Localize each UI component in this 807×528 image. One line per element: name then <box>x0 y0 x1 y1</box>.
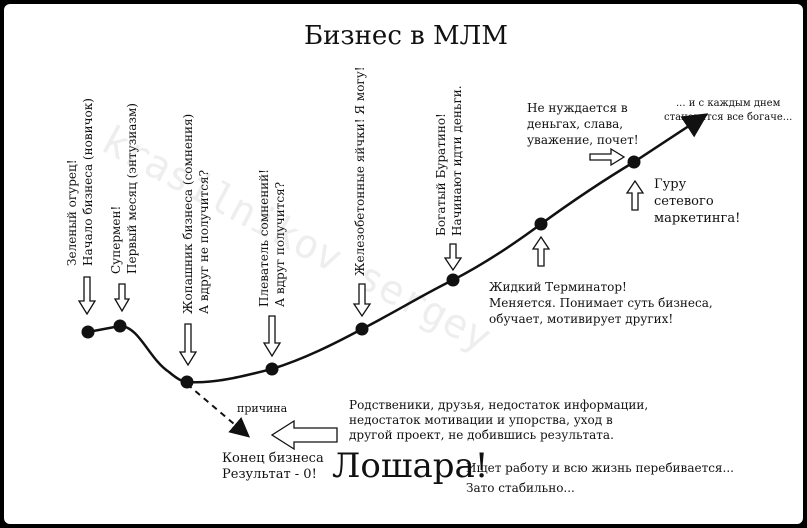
right-arrow-not-need <box>589 147 626 167</box>
stage1-line2: Начало бизнеса (новичок) <box>81 98 95 266</box>
up-arrow-terminator <box>531 235 551 267</box>
stage1-line1: Зеленый огурец! <box>65 159 79 266</box>
down-arrow-1 <box>77 276 97 316</box>
page-title: Бизнес в МЛМ <box>304 21 508 51</box>
stage6-line2: Начинают идти деньги. <box>450 85 464 236</box>
not-need-line2: деньгах, слава, <box>527 117 623 131</box>
stage-dot-6 <box>446 273 460 287</box>
stage-dot-3 <box>180 375 194 389</box>
stage5-line1: Железобетонные яйчки! Я могу! <box>353 66 367 276</box>
down-arrow-2 <box>113 283 131 313</box>
terminator-line2: Меняется. Понимает суть бизнеса, <box>489 296 713 310</box>
stage3-line1: Жопашник бизнеса (сомнения) <box>181 114 195 314</box>
end-line1: Конец бизнеса <box>222 451 324 466</box>
left-arrow-reasons <box>270 419 338 451</box>
stage-dot-8 <box>627 155 641 169</box>
reasons-line1: Родственики, друзья, недостаток информац… <box>349 398 648 412</box>
reasons-line3: другой проект, не добившись результата. <box>349 428 614 442</box>
stage2-line2: Первый месяц (энтузиазм) <box>125 103 139 274</box>
mlm-diagram: krasilnikov sergey Бизнес в МЛМ Зеленый … <box>65 21 792 495</box>
not-need-line3: уважение, почет! <box>527 133 639 147</box>
guru-line1: Гуру <box>654 177 687 192</box>
down-arrow-4 <box>262 315 282 358</box>
richer-line1: ... и с каждым днем <box>676 98 781 109</box>
stage-dot-4 <box>265 362 279 376</box>
not-need-line1: Не нуждается в <box>527 101 628 115</box>
stage-dot-1 <box>81 325 95 339</box>
down-arrow-3 <box>178 323 198 367</box>
down-arrow-6 <box>443 243 463 272</box>
stable-line2: Зато стабильно... <box>466 481 575 495</box>
guru-line2: сетевого <box>654 194 714 209</box>
end-line2: Результат - 0! <box>222 467 317 482</box>
failure-branch <box>186 383 251 438</box>
up-arrow-guru <box>625 179 645 211</box>
stage4-line1: Плеватель сомнений! <box>257 169 271 307</box>
reason-label: причина <box>237 402 288 415</box>
stage6-line1: Богатый Буратино! <box>434 113 448 236</box>
loser-text: Лошара! <box>332 446 488 486</box>
stage-dot-5 <box>355 322 369 336</box>
down-arrow-5 <box>352 283 372 318</box>
stage4-line2: А вдруг получится? <box>273 182 287 307</box>
reasons-line2: недостаток мотивации и упорства, уход в <box>349 413 613 427</box>
stage3-line2: А вдруг не получится? <box>197 170 211 314</box>
guru-line3: маркетинга! <box>654 211 740 226</box>
diagram-frame: krasilnikov sergey Бизнес в МЛМ Зеленый … <box>4 4 803 524</box>
richer-line2: становится все богаче... <box>664 112 792 123</box>
terminator-line1: Жидкий Терминатор! <box>489 280 627 294</box>
stable-line1: Ищет работу и всю жизнь перебивается... <box>466 461 734 475</box>
stage-dot-7 <box>534 217 548 231</box>
terminator-line3: обучает, мотивирует других! <box>489 312 673 326</box>
stage-dot-2 <box>113 319 127 333</box>
stage2-line1: Супермен! <box>109 206 123 274</box>
